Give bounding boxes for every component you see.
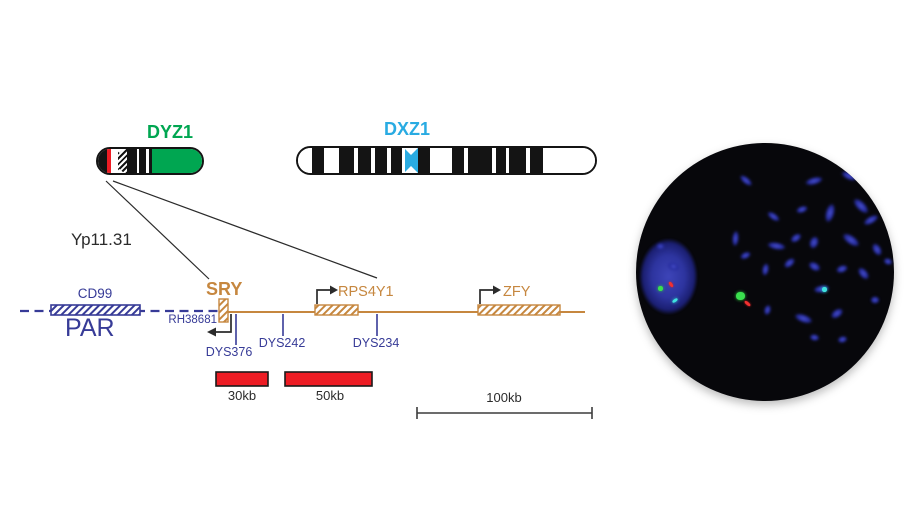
y-chromosome-bands [98,149,202,173]
x-chromosome-ideogram [296,146,597,175]
fish-chromosomes [636,143,894,401]
rps4y1-gene-label: RPS4Y1 [338,284,394,300]
cd99-gene-label: CD99 [77,286,113,301]
dxz1-label: DXZ1 [384,119,431,139]
sry-gene-label: SRY [206,279,243,299]
scale-bar-label: 100kb [486,390,522,405]
y-chromosome-ideogram [96,147,204,175]
probe-50kb-label: 50kb [315,388,345,403]
zfy-gene-box [477,304,561,316]
sry-arrowhead [207,327,216,337]
dys234-marker-label: DYS234 [352,336,400,350]
zoom-fan-line-right [112,180,378,279]
x-centromere-pinch-bottom [404,166,418,173]
probe-30kb-label: 30kb [227,388,257,403]
rps4y1-gene-box [314,304,359,316]
fish-signals [636,143,894,401]
zfy-transcription-arrow [479,289,493,304]
sry-transcription-arrow [216,314,232,333]
probe-bar-50kb [284,371,373,387]
x-chromosome-bands [298,148,595,173]
fish-micrograph [636,143,894,401]
interphase-nucleus [639,238,698,315]
y-centromere-pinch-top [115,149,124,153]
dys242-marker-label: DYS242 [258,336,306,350]
dyz1-label: DYZ1 [147,122,194,142]
locus-label: Yp11.31 [71,230,132,249]
probe-bar-30kb [215,371,269,387]
par-region-label: PAR [65,314,115,342]
rps4y1-arrowhead [330,285,338,295]
y-centromere-pinch-bottom [115,169,124,173]
dys376-marker-label: DYS376 [205,345,253,359]
rh38681-marker-label: RH38681 [168,314,217,326]
rps4y1-transcription-arrow [316,289,330,304]
x-centromere-pinch-top [404,148,418,155]
sry-gene-box [218,298,229,323]
zfy-arrowhead [493,285,501,295]
zfy-gene-label: ZFY [503,284,531,300]
